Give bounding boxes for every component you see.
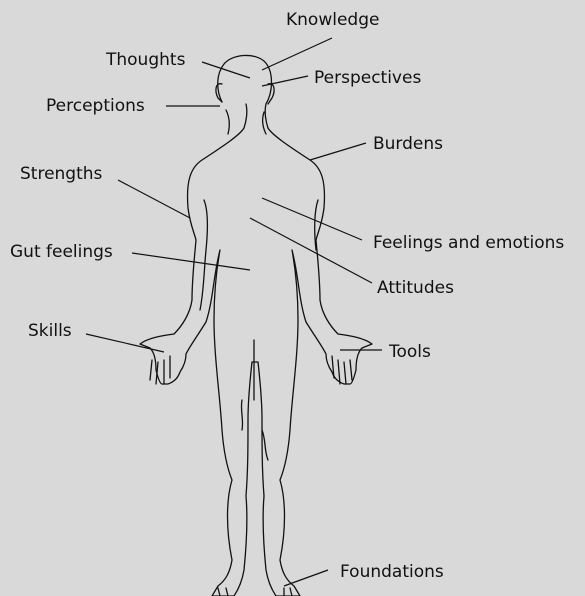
label-strengths: Strengths <box>20 164 102 184</box>
label-knowledge: Knowledge <box>286 10 379 30</box>
left-knee-line <box>241 400 242 430</box>
label-skills: Skills <box>28 321 72 341</box>
leader-gut-feelings <box>132 253 250 270</box>
left-toes <box>218 588 228 596</box>
label-perspectives: Perspectives <box>314 68 421 88</box>
leader-foundations <box>284 570 328 586</box>
leader-burdens <box>310 143 366 160</box>
neck-left <box>226 110 229 134</box>
leader-perspectives <box>262 76 308 86</box>
leader-thoughts <box>202 62 250 78</box>
leader-attitudes <box>250 218 372 283</box>
label-tools: Tools <box>389 342 431 362</box>
head-outline <box>140 55 372 596</box>
right-toes <box>284 588 292 596</box>
label-feelings: Feelings and emotions <box>373 233 564 253</box>
leader-feelings <box>262 198 362 240</box>
left-fingers <box>150 356 170 384</box>
left-inner-arm <box>200 200 207 310</box>
label-gut-feelings: Gut feelings <box>10 242 113 262</box>
leader-strengths <box>118 180 190 218</box>
leader-knowledge <box>262 38 332 70</box>
leader-skills <box>86 334 164 352</box>
label-burdens: Burdens <box>373 134 443 154</box>
label-attitudes: Attitudes <box>377 278 454 298</box>
label-perceptions: Perceptions <box>46 96 145 116</box>
label-foundations: Foundations <box>340 562 444 582</box>
label-thoughts: Thoughts <box>106 50 185 70</box>
right-fingers <box>332 356 352 384</box>
